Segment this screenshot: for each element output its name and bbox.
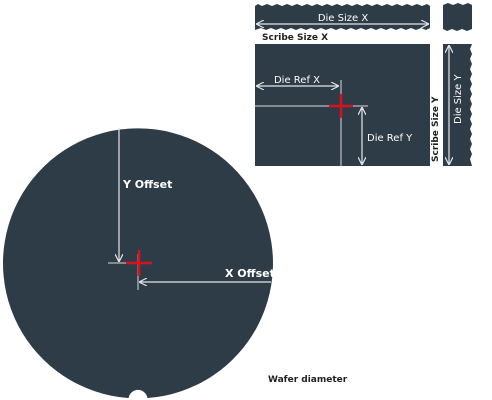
- scribe-size-x-label: Scribe Size X: [262, 33, 328, 43]
- die-size-y-label: Die Size Y: [453, 73, 464, 124]
- die-strip-top-right: [443, 3, 472, 31]
- die-strip-right: Die Size Y: [443, 44, 472, 166]
- wafer-center-marker-icon: [126, 250, 152, 276]
- wafer: Y Offset X Offset: [3, 128, 275, 398]
- die-size-x-label: Die Size X: [318, 13, 369, 24]
- reference-marker-icon: [329, 94, 353, 118]
- wafer-diameter-label: Wafer diameter: [268, 375, 348, 385]
- y-offset-label: Y Offset: [122, 178, 172, 191]
- scribe-size-y-label: Scribe Size Y: [431, 96, 441, 162]
- die-strip-top: Die Size X: [255, 3, 472, 31]
- die-main: Die Ref X Die Ref Y: [255, 44, 430, 166]
- x-offset-label: X Offset: [225, 267, 275, 280]
- die-ref-y-label: Die Ref Y: [367, 133, 413, 144]
- die-ref-x-label: Die Ref X: [274, 75, 320, 86]
